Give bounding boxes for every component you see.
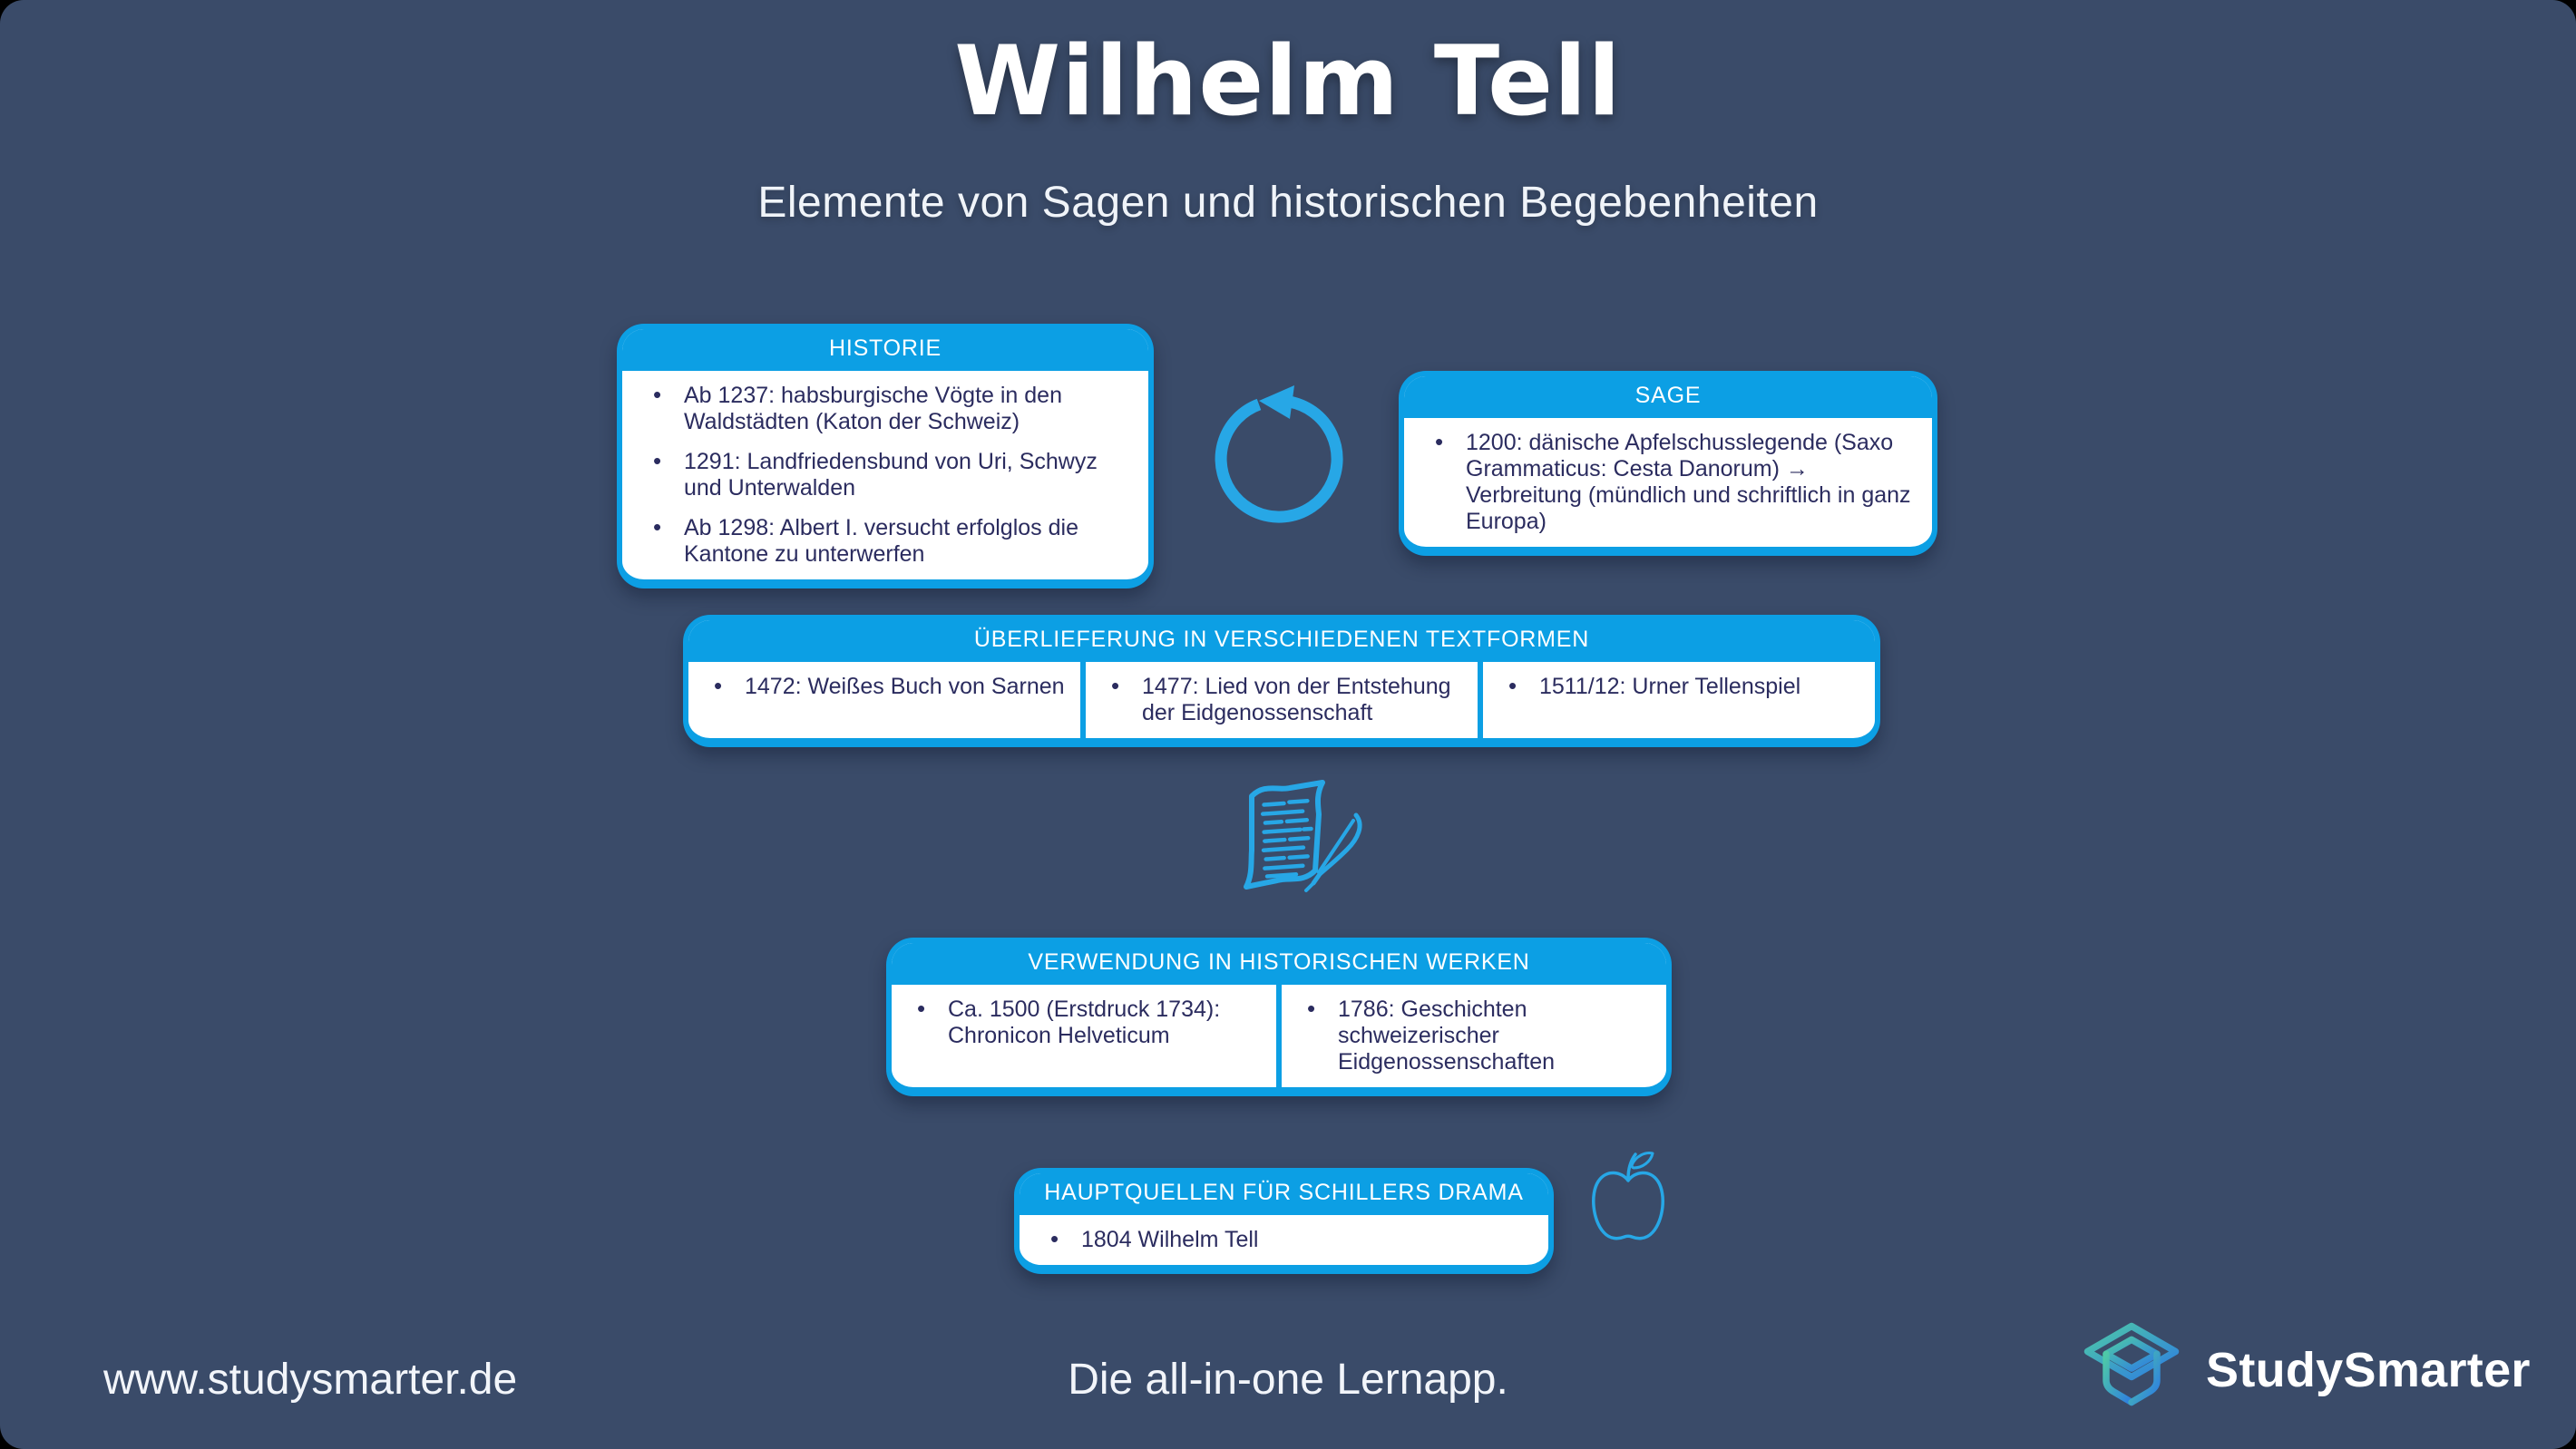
textformen-bullet-list-2: 1477: Lied von der Entstehung der Eidgen… xyxy=(1095,673,1469,726)
list-item: Ab 1298: Albert I. versucht erfolglos di… xyxy=(637,514,1134,568)
textformen-bullet-list-1: 1472: Weißes Buch von Sarnen xyxy=(698,673,1071,700)
textformen-box: ÜBERLIEFERUNG IN VERSCHIEDENEN TEXTFORME… xyxy=(683,615,1880,747)
verwendung-column-2: 1786: Geschichten schweizerischer Eidgen… xyxy=(1276,985,1666,1087)
list-item: 1804 Wilhelm Tell xyxy=(1034,1226,1534,1253)
list-item: 1786: Geschichten schweizerischer Eidgen… xyxy=(1291,996,1657,1075)
textformen-bullet-list-3: 1511/12: Urner Tellenspiel xyxy=(1492,673,1866,700)
verwendung-box: VERWENDUNG IN HISTORISCHEN WERKEN Ca. 15… xyxy=(886,938,1672,1096)
historie-bullet-list: Ab 1237: habsburgische Vögte in den Wald… xyxy=(637,382,1134,568)
studysmarter-logo: StudySmarter xyxy=(2081,1317,2531,1424)
hauptquellen-box: HAUPTQUELLEN FÜR SCHILLERS DRAMA 1804 Wi… xyxy=(1014,1168,1554,1274)
sage-box: SAGE 1200: dänische Apfelschusslegende (… xyxy=(1399,371,1937,556)
footer-tagline: Die all-in-one Lernapp. xyxy=(1068,1356,1508,1404)
textformen-box-header: ÜBERLIEFERUNG IN VERSCHIEDENEN TEXTFORME… xyxy=(688,620,1875,662)
list-item: 1477: Lied von der Entstehung der Eidgen… xyxy=(1095,673,1469,726)
footer-website: www.studysmarter.de xyxy=(103,1356,518,1404)
textformen-column-3: 1511/12: Urner Tellenspiel xyxy=(1478,662,1875,738)
historie-box-header: HISTORIE xyxy=(622,329,1148,371)
textformen-column-2: 1477: Lied von der Entstehung der Eidgen… xyxy=(1080,662,1478,738)
page-subtitle: Elemente von Sagen und historischen Bege… xyxy=(757,179,1819,227)
list-item: 1511/12: Urner Tellenspiel xyxy=(1492,673,1866,700)
verwendung-column-1: Ca. 1500 (Erstdruck 1734): Chronicon Hel… xyxy=(892,985,1276,1087)
hauptquellen-bullet-list: 1804 Wilhelm Tell xyxy=(1034,1226,1534,1253)
sage-box-header: SAGE xyxy=(1404,376,1932,418)
sage-bullet-list: 1200: dänische Apfelschusslegende (Saxo … xyxy=(1419,429,1917,535)
studysmarter-logo-icon xyxy=(2083,1322,2180,1406)
studysmarter-logo-text: StudySmarter xyxy=(2206,1343,2531,1397)
list-item: Ab 1237: habsburgische Vögte in den Wald… xyxy=(637,382,1134,435)
historie-box: HISTORIE Ab 1237: habsburgische Vögte in… xyxy=(617,324,1154,588)
textformen-column-1: 1472: Weißes Buch von Sarnen xyxy=(688,662,1080,738)
apple-icon xyxy=(1592,1152,1664,1240)
verwendung-bullet-list-1: Ca. 1500 (Erstdruck 1734): Chronicon Hel… xyxy=(901,996,1267,1049)
scroll-quill-icon xyxy=(1244,780,1362,892)
hauptquellen-box-header: HAUPTQUELLEN FÜR SCHILLERS DRAMA xyxy=(1020,1173,1548,1215)
list-item: Ca. 1500 (Erstdruck 1734): Chronicon Hel… xyxy=(901,996,1267,1049)
list-item: 1200: dänische Apfelschusslegende (Saxo … xyxy=(1419,429,1917,535)
verwendung-bullet-list-2: 1786: Geschichten schweizerischer Eidgen… xyxy=(1291,996,1657,1075)
list-item: 1472: Weißes Buch von Sarnen xyxy=(698,673,1071,700)
page-title: Wilhelm Tell xyxy=(954,25,1622,137)
cycle-arrow-icon xyxy=(1215,385,1343,523)
list-item: 1291: Landfriedensbund von Uri, Schwyz u… xyxy=(637,448,1134,501)
verwendung-box-header: VERWENDUNG IN HISTORISCHEN WERKEN xyxy=(892,943,1666,985)
